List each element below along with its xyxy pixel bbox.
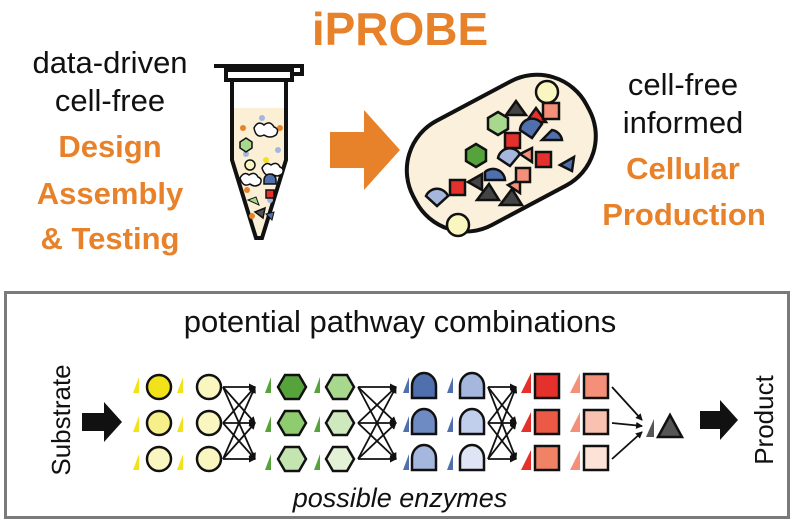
pathway-panel-title: potential pathway combinations (183, 304, 617, 339)
process-arrow-icon (330, 110, 400, 190)
enzyme-step-2 (265, 373, 356, 473)
left-caption-testing: & Testing (40, 221, 180, 256)
substrate-arrow-icon (82, 402, 122, 442)
right-caption-cellular: Cellular (626, 151, 740, 186)
diagram-title: iPROBE (311, 3, 489, 55)
possible-enzymes-caption: possible enzymes (292, 483, 508, 513)
enzyme-step-1 (133, 373, 223, 473)
product-triangles (646, 412, 685, 439)
connection-arrows (222, 383, 643, 463)
right-caption-line2: informed (622, 105, 744, 140)
left-caption-design: Design (58, 129, 162, 164)
enzyme-step-4 (521, 372, 610, 472)
right-caption-production: Production (602, 197, 766, 232)
left-caption-line2: cell-free (54, 83, 166, 118)
product-arrow-icon (700, 400, 738, 440)
test-tube-icon (214, 64, 304, 240)
left-caption-line1: data-driven (32, 45, 188, 80)
cell-contents (424, 79, 576, 238)
enzyme-step-3 (403, 371, 486, 472)
product-label: Product (749, 374, 779, 464)
pathway-combinations-panel (4, 291, 790, 519)
substrate-label: Substrate (46, 364, 76, 475)
left-caption-assembly: Assembly (36, 176, 184, 211)
right-caption-line1: cell-free (627, 67, 739, 102)
